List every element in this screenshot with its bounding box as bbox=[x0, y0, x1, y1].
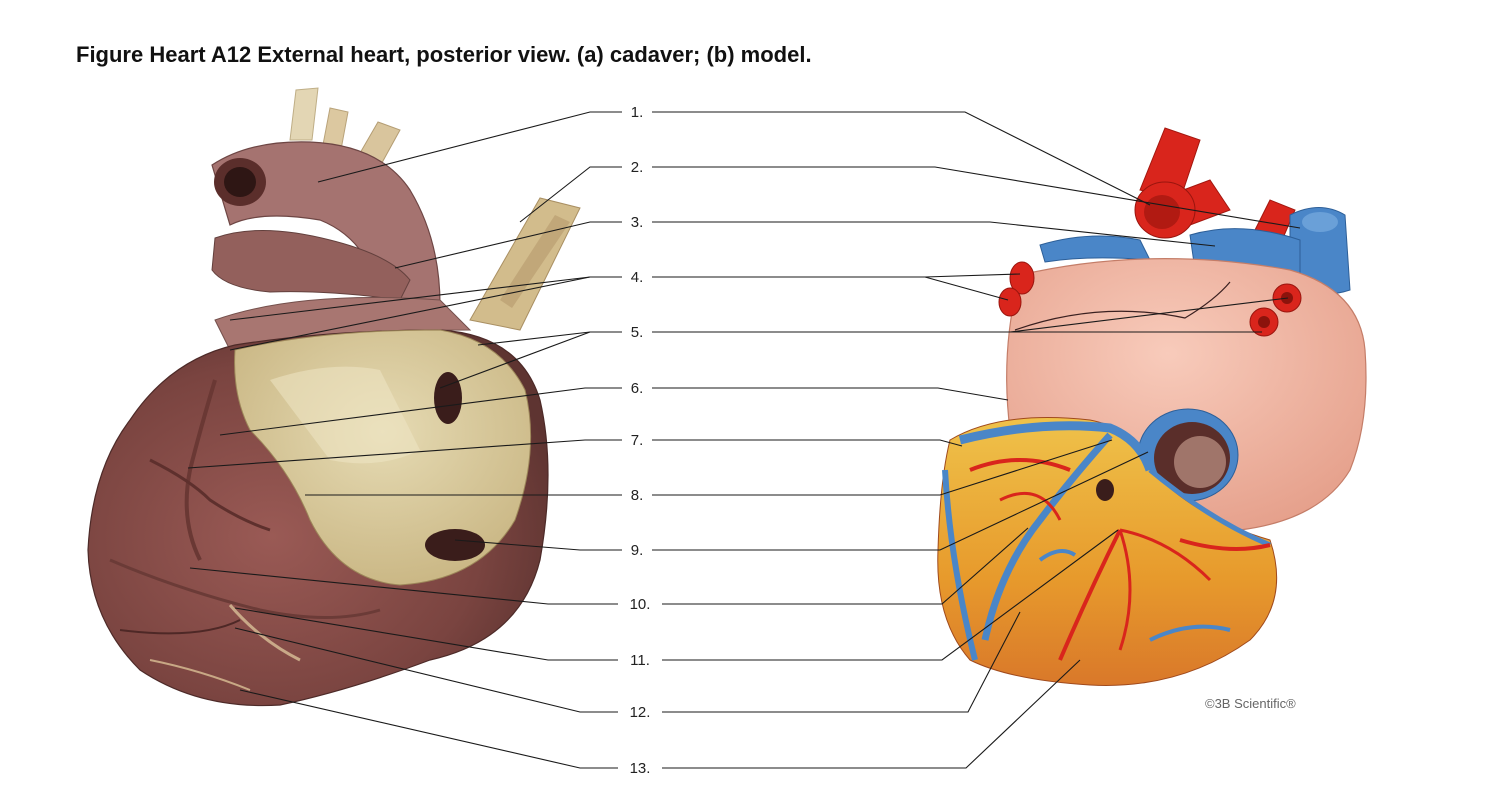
label-10: 10. bbox=[630, 596, 651, 613]
label-2: 2. bbox=[631, 159, 644, 176]
label-11: 11. bbox=[630, 652, 650, 669]
leader-12-right bbox=[662, 611, 1021, 713]
leader-5-right-b bbox=[1009, 297, 1289, 333]
leader-5-left-a bbox=[477, 331, 622, 346]
figure-title: Figure Heart A12 External heart, posteri… bbox=[76, 42, 812, 67]
leader-4-left-b bbox=[229, 276, 591, 351]
leader-7-left bbox=[187, 439, 622, 469]
leader-5-left-b bbox=[439, 331, 591, 389]
leader-13-right bbox=[662, 659, 1081, 769]
leader-9-left bbox=[454, 539, 622, 551]
leader-12-left bbox=[234, 627, 618, 713]
leader-11-right bbox=[662, 529, 1119, 661]
leader-6-right bbox=[652, 387, 1009, 401]
leader-10-right bbox=[662, 527, 1029, 605]
model-heart bbox=[937, 127, 1367, 686]
leader-3-left bbox=[394, 221, 622, 269]
label-4: 4. bbox=[631, 269, 644, 286]
leader-13-left bbox=[239, 689, 618, 769]
cadaver-heart bbox=[87, 87, 581, 707]
label-9: 9. bbox=[631, 542, 644, 559]
leader-7-right bbox=[652, 439, 963, 447]
label-13: 13. bbox=[630, 760, 651, 777]
leader-9-right bbox=[652, 451, 1149, 551]
leader-11-left bbox=[234, 607, 618, 661]
leader-2-right bbox=[652, 166, 1301, 229]
label-numbers: 1. 2. 3. 4. 5. 6. 7. 8. 9. 10. 11. 12. 1… bbox=[630, 104, 651, 777]
leader-2-left bbox=[519, 166, 622, 223]
leader-10-left bbox=[189, 567, 618, 605]
label-12: 12. bbox=[630, 704, 651, 721]
leader-lines bbox=[187, 111, 1301, 769]
leader-4-right-b bbox=[924, 276, 1009, 301]
label-8: 8. bbox=[631, 487, 644, 504]
copyright-credit: ©3B Scientific® bbox=[1205, 696, 1296, 711]
leader-3-right bbox=[652, 221, 1216, 247]
label-5: 5. bbox=[631, 324, 644, 341]
leader-1-right bbox=[652, 111, 1151, 206]
leader-4-right-a bbox=[652, 273, 1021, 278]
label-1: 1. bbox=[631, 104, 644, 121]
label-7: 7. bbox=[631, 432, 644, 449]
leader-1-left bbox=[317, 111, 622, 183]
label-3: 3. bbox=[631, 214, 644, 231]
label-6: 6. bbox=[631, 380, 644, 397]
leader-6-left bbox=[219, 387, 622, 436]
leader-8-right bbox=[652, 439, 1113, 496]
